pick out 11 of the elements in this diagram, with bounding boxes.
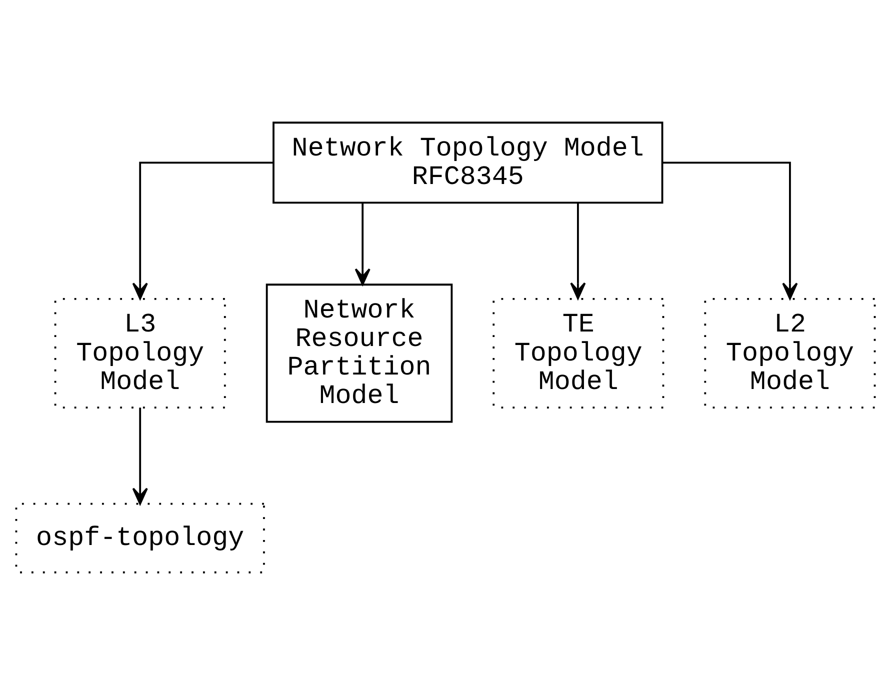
arrow: [132, 161, 274, 300]
node-box: TE Topology Model: [492, 297, 664, 408]
node-box: L2 Topology Model: [704, 297, 876, 408]
arrow: [132, 407, 148, 504]
node-box: ospf-topology: [15, 502, 265, 573]
arrow: [570, 202, 586, 299]
arrow: [662, 161, 798, 300]
node-box: Network Resource Partition Model: [266, 283, 453, 422]
node-box: Network Topology Model RFC8345: [272, 121, 664, 204]
arrow: [354, 202, 370, 285]
node-box: L3 Topology Model: [54, 297, 226, 408]
